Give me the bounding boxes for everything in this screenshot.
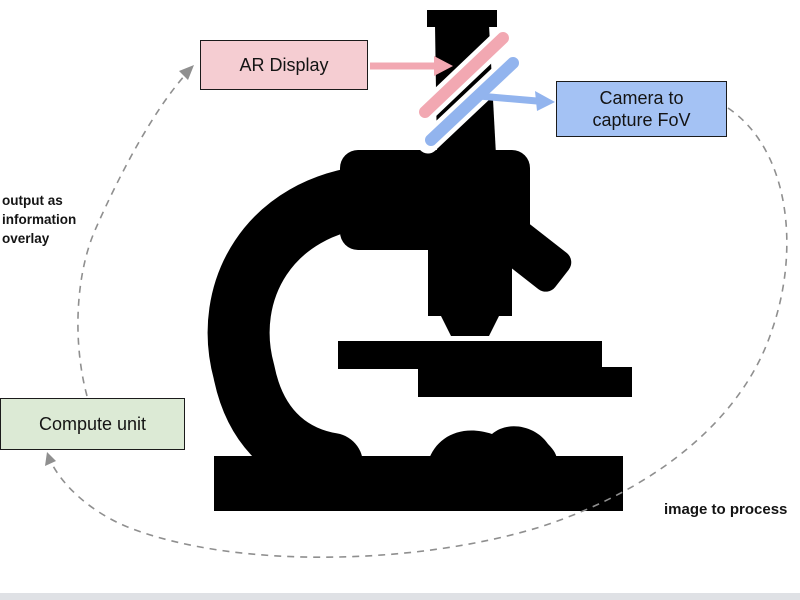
overlay-feedback-path-icon bbox=[77, 65, 194, 397]
overlay-feedback-dashed-path bbox=[77, 73, 187, 397]
microscope-arm bbox=[207, 165, 403, 495]
image-to-process-path-icon bbox=[45, 107, 788, 558]
camera-capture-beam-line-icon bbox=[425, 57, 519, 146]
ar-projection-beam-line-icon bbox=[419, 32, 509, 118]
image-to-process-dashed-path bbox=[49, 107, 788, 558]
overlay-feedback-arrowhead bbox=[179, 65, 194, 80]
microscope-base bbox=[214, 456, 623, 511]
camera-arrow-shaft bbox=[478, 92, 538, 105]
camera-label: Camera to capture FoV bbox=[592, 87, 691, 131]
objective-turret bbox=[428, 238, 512, 316]
stage-lower-slab bbox=[418, 367, 632, 397]
eyepiece-cap bbox=[427, 10, 497, 27]
objective-lens bbox=[440, 314, 500, 336]
microscope-icon bbox=[207, 10, 632, 511]
compute-unit-box: Compute unit bbox=[0, 398, 185, 450]
camera-arrowhead bbox=[535, 91, 555, 111]
compute-unit-label: Compute unit bbox=[38, 413, 147, 434]
bottom-edge-strip bbox=[0, 593, 800, 600]
image-to-process-annotation: image to process bbox=[664, 501, 788, 518]
focus-knob bbox=[493, 218, 572, 292]
camera-box: Camera to capture FoV bbox=[556, 81, 727, 137]
stage-upper-slab bbox=[338, 341, 602, 369]
image-to-process-arrowhead bbox=[45, 452, 56, 466]
ar-display-arrow-icon bbox=[370, 56, 453, 76]
ar-display-label: AR Display bbox=[239, 54, 329, 75]
stage-clip-blob bbox=[428, 426, 557, 462]
ar-display-box: AR Display bbox=[200, 40, 368, 90]
camera-arrow-icon bbox=[478, 91, 555, 111]
output-overlay-annotation: output as information overlay bbox=[2, 193, 77, 246]
ar-display-arrowhead bbox=[434, 56, 453, 76]
